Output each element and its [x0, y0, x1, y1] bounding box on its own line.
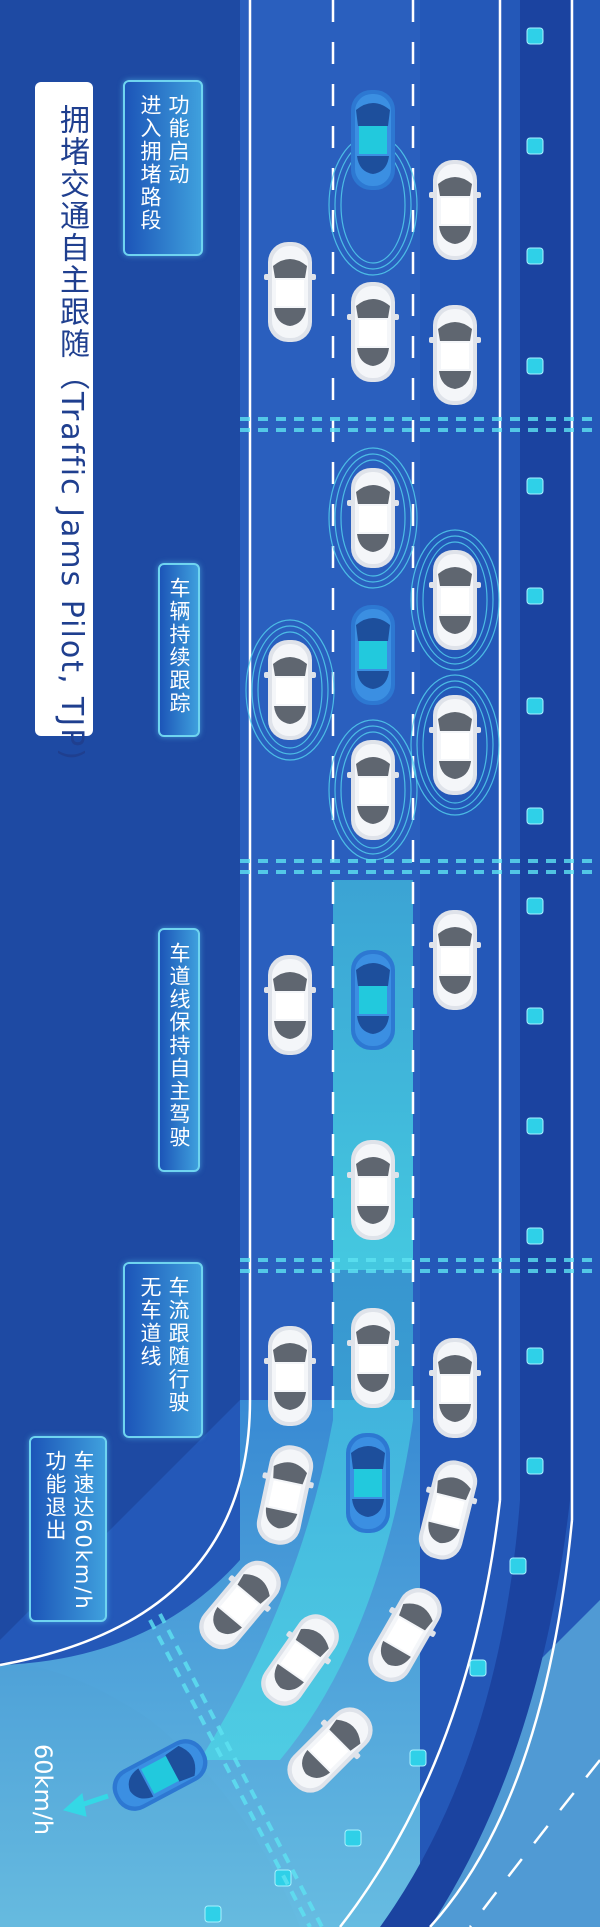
title-box: 拥堵交通自主跟随（Traffic Jams Pilot, TJP) — [35, 82, 93, 762]
stage-label-tracking: 车辆持续跟踪 — [158, 563, 200, 737]
stage-label-traffic-follow: 车流跟随行驶 无车道线 — [123, 1262, 203, 1438]
stage-label-exit-line1: 车速达60km/h — [71, 1450, 95, 1611]
exit-speed-label: 60km/h — [29, 1744, 57, 1836]
stage-label-traffic-follow-line1: 车流跟随行驶 — [166, 1276, 190, 1414]
stage-label-start-line1: 功能启动 — [166, 94, 190, 186]
stage-label-exit-line2: 功能退出 — [43, 1450, 67, 1542]
stage-label-start-line2: 进入拥堵路段 — [138, 94, 162, 232]
stage-label-lane-keeping: 车道线保持自主驾驶 — [158, 928, 200, 1172]
stage-label-exit: 车速达60km/h 功能退出 — [29, 1436, 107, 1622]
stage-label-lane-keeping-line1: 车道线保持自主驾驶 — [167, 942, 191, 1149]
stage-label-tracking-line1: 车辆持续跟踪 — [167, 577, 191, 715]
exit-arrow — [62, 1793, 109, 1817]
page-title: 拥堵交通自主跟随（Traffic Jams Pilot, TJP) — [54, 104, 89, 763]
stage-label-start: 功能启动 进入拥堵路段 — [123, 80, 203, 256]
stage-label-traffic-follow-line2: 无车道线 — [138, 1276, 162, 1368]
